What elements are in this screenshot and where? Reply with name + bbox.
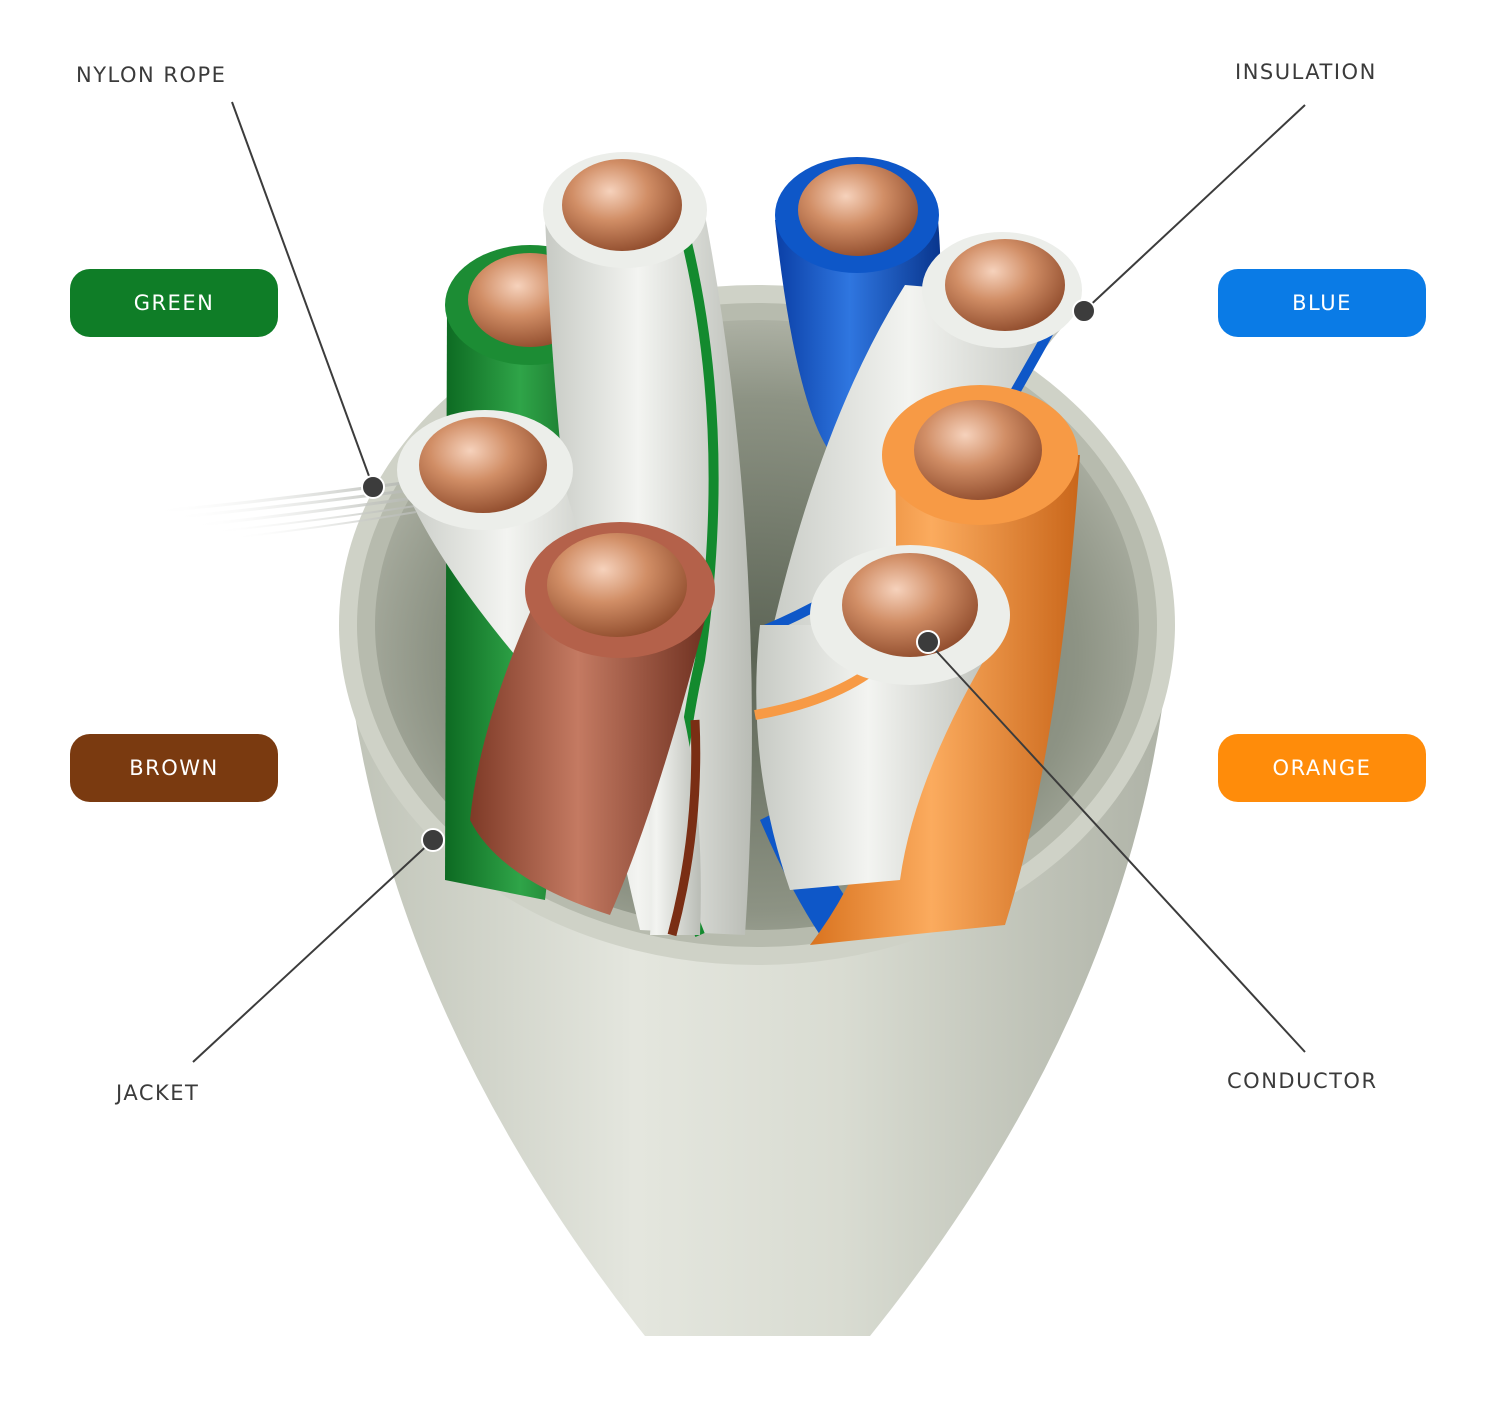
- dot-jacket: [422, 829, 444, 851]
- brown-pair-label: BROWN: [129, 756, 219, 780]
- conductor-label: CONDUCTOR: [1227, 1069, 1378, 1093]
- conductor-copper: [547, 533, 687, 637]
- insulation-label: INSULATION: [1235, 60, 1377, 84]
- nylon-rope-label: NYLON ROPE: [76, 63, 226, 87]
- green-pair-badge: GREEN: [70, 269, 278, 337]
- blue-pair-label: BLUE: [1292, 291, 1352, 315]
- conductor-copper: [419, 417, 547, 513]
- blue-pair-badge: BLUE: [1218, 269, 1426, 337]
- leader-jacket: [193, 840, 433, 1062]
- dot-nylon-rope: [362, 476, 384, 498]
- orange-pair-label: ORANGE: [1273, 756, 1372, 780]
- dot-conductor: [917, 631, 939, 653]
- conductor-copper: [798, 164, 918, 256]
- brown-pair-badge: BROWN: [70, 734, 278, 802]
- conductor-copper: [945, 239, 1065, 331]
- conductor-copper: [842, 553, 978, 657]
- green-pair-label: GREEN: [134, 291, 215, 315]
- conductor-copper: [562, 159, 682, 251]
- conductor-copper: [914, 400, 1042, 500]
- orange-pair-badge: ORANGE: [1218, 734, 1426, 802]
- jacket-label: JACKET: [116, 1081, 199, 1105]
- dot-insulation: [1073, 300, 1095, 322]
